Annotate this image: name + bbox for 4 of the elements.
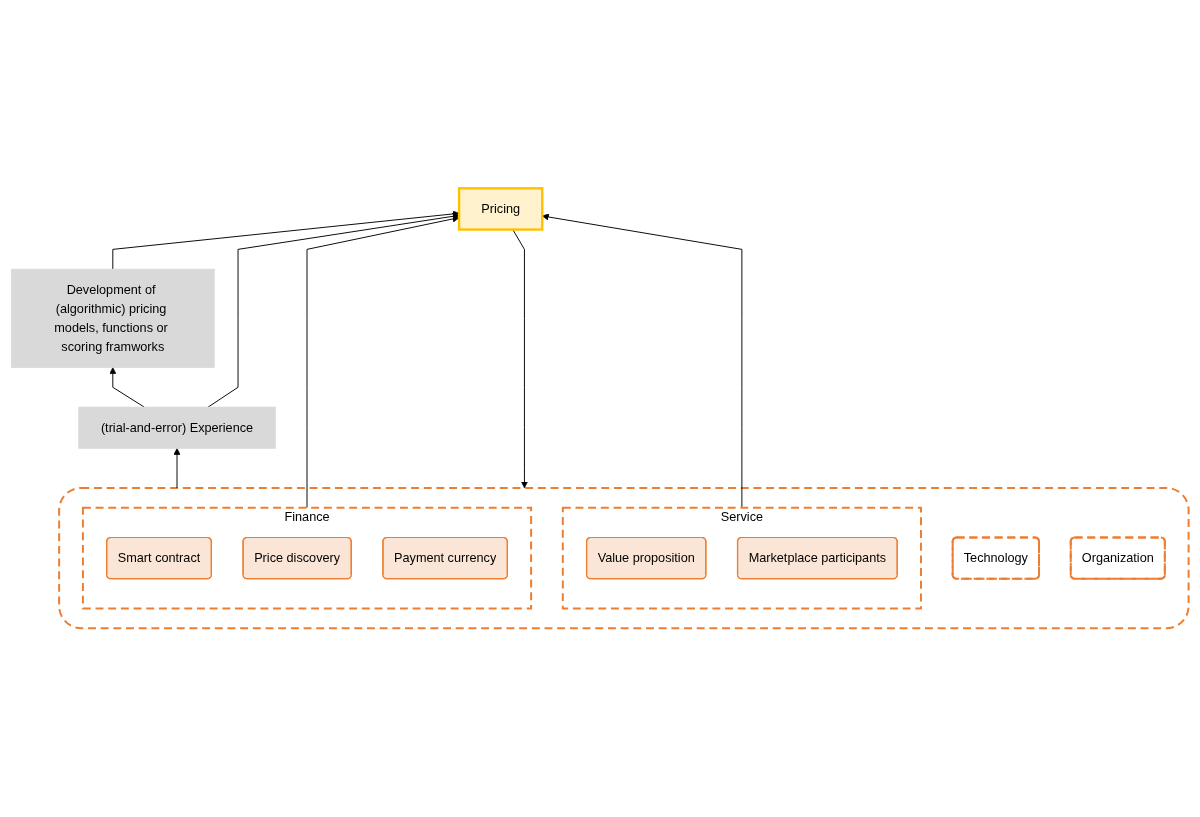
node-box: Pricing — [457, 187, 544, 231]
node-box: Development of (algorithmic) pricing models, functions or scoring framworks — [11, 269, 215, 369]
node-box: (trial-and-error) Experience — [78, 406, 276, 449]
cluster — [58, 487, 1190, 630]
